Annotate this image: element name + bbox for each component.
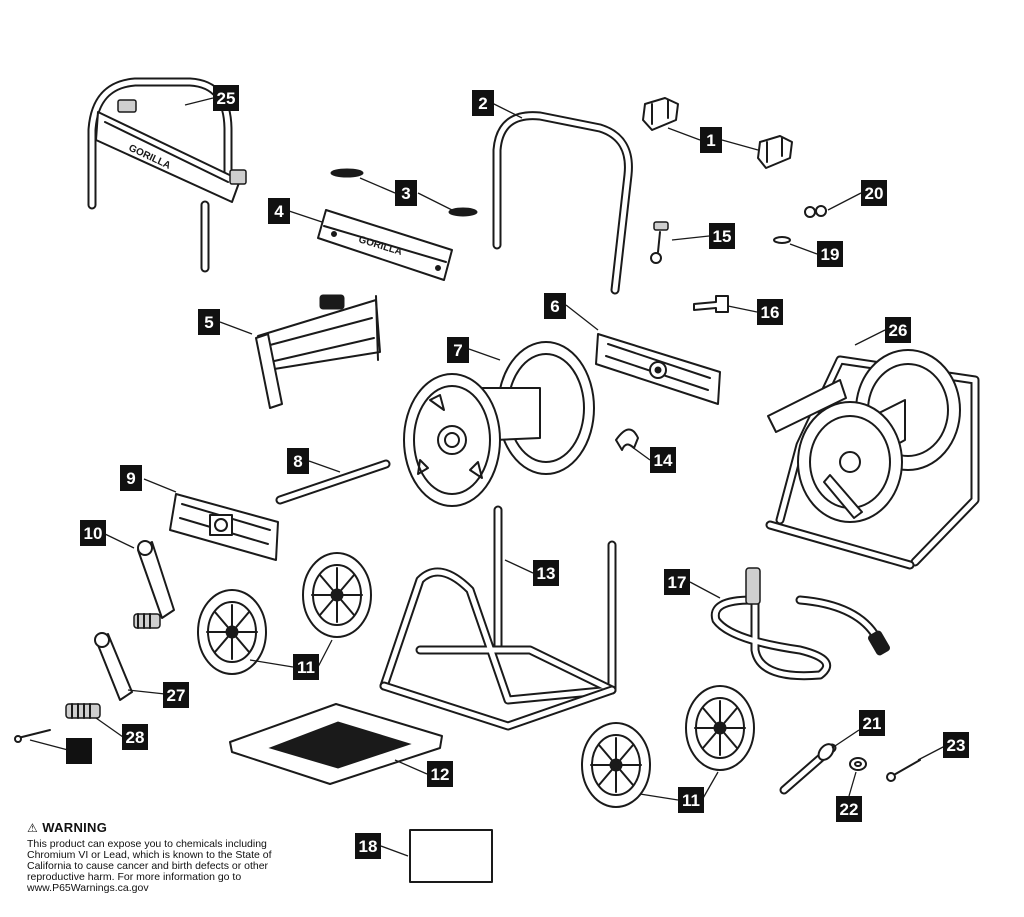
callout-24: 25 — [213, 85, 239, 111]
part-22-washer — [849, 757, 867, 771]
callout-11-right: 11 — [678, 787, 704, 813]
part-14-clamp — [615, 428, 639, 451]
part-11-wheels-left — [197, 552, 372, 675]
part-13-base-frame — [379, 505, 617, 731]
callout-17: 17 — [664, 569, 690, 595]
part-28-pin — [14, 729, 51, 743]
part-4-crossbar-plate: GORILLA — [317, 209, 453, 281]
part-11-wheels-right — [581, 685, 755, 808]
callout-6: 6 — [544, 293, 566, 319]
svg-text:9: 9 — [126, 469, 135, 488]
svg-text:4: 4 — [274, 202, 284, 221]
part-21-axle-pin — [779, 743, 837, 795]
part-17-leader-hose — [710, 567, 890, 681]
svg-text:21: 21 — [863, 714, 882, 733]
warning-title: ⚠ WARNING — [27, 819, 277, 837]
part-15-valve — [650, 221, 669, 264]
warning-body: This product can expose you to chemicals… — [27, 838, 272, 894]
leader-lines — [29, 97, 946, 857]
callout-12: 12 — [427, 761, 453, 787]
svg-text:3: 3 — [401, 184, 410, 203]
callout-9: 9 — [120, 465, 142, 491]
callout-28 — [66, 738, 92, 764]
part-18-box — [409, 829, 493, 883]
svg-text:6: 6 — [550, 297, 559, 316]
callout-13: 13 — [533, 560, 559, 586]
part-23-cotter-pin — [886, 759, 921, 782]
part-12-tray — [229, 703, 443, 785]
svg-text:27: 27 — [167, 686, 186, 705]
svg-text:10: 10 — [84, 524, 103, 543]
svg-text:19: 19 — [821, 245, 840, 264]
part-7-reel-drum — [403, 341, 595, 507]
svg-text:11: 11 — [682, 791, 700, 810]
callout-23: 23 — [943, 732, 969, 758]
part-1-hose-clips — [642, 97, 793, 169]
callout-16: 16 — [757, 299, 783, 325]
callout-20: 20 — [861, 180, 887, 206]
callout-8: 8 — [287, 448, 309, 474]
callout-7: 7 — [447, 337, 469, 363]
svg-text:5: 5 — [204, 313, 213, 332]
svg-text:22: 22 — [840, 800, 859, 819]
part-6-support-plate — [595, 333, 721, 405]
callout-5: 5 — [198, 309, 220, 335]
svg-text:26: 26 — [889, 321, 908, 340]
svg-text:2: 2 — [478, 94, 487, 113]
part-3-pads — [330, 168, 478, 217]
part-20-o-rings — [804, 205, 827, 218]
part-16-elbow-fitting — [693, 295, 729, 313]
svg-text:23: 23 — [947, 736, 966, 755]
svg-text:18: 18 — [359, 837, 378, 856]
part-26-crank-arm — [94, 632, 133, 701]
callout-18: 18 — [355, 833, 381, 859]
part-25-assembled-reel — [765, 349, 980, 570]
callout-4: 4 — [268, 198, 290, 224]
part-10-crank — [133, 540, 175, 629]
callout-1: 1 — [700, 127, 722, 153]
svg-text:15: 15 — [713, 227, 732, 246]
part-8-axle-rod — [275, 459, 391, 505]
svg-text:11: 11 — [297, 658, 315, 677]
svg-text:1: 1 — [706, 131, 715, 150]
warning-title-text: WARNING — [42, 820, 108, 835]
svg-text:14: 14 — [654, 451, 673, 470]
svg-text:7: 7 — [453, 341, 462, 360]
callout-19: 19 — [817, 241, 843, 267]
callout-15: 15 — [709, 223, 735, 249]
callout-14: 14 — [650, 447, 676, 473]
svg-text:12: 12 — [431, 765, 450, 784]
svg-text:16: 16 — [761, 303, 780, 322]
callout-21: 21 — [859, 710, 885, 736]
callout-2: 2 — [472, 90, 494, 116]
callout-10: 10 — [80, 520, 106, 546]
callout-22: 22 — [836, 796, 862, 822]
svg-text:8: 8 — [293, 452, 302, 471]
warning-triangle-icon: ⚠ — [27, 821, 38, 835]
svg-text:17: 17 — [668, 573, 687, 592]
callout-25: 26 — [885, 317, 911, 343]
svg-text:13: 13 — [537, 564, 556, 583]
part-5-hose-guide — [255, 294, 381, 409]
part-2-upper-frame — [492, 111, 633, 295]
callout-3: 3 — [395, 180, 417, 206]
part-19-washer — [773, 236, 791, 244]
svg-text:20: 20 — [865, 184, 884, 203]
part-27-spring — [65, 703, 101, 719]
prop65-warning: ⚠ WARNING This product can expose you to… — [27, 819, 277, 894]
callout-26: 27 — [163, 682, 189, 708]
callout-11-left: 11 — [293, 654, 319, 680]
callout-27: 28 — [122, 724, 148, 750]
svg-text:28: 28 — [126, 728, 145, 747]
svg-text:25: 25 — [217, 89, 236, 108]
part-9-bearing-plate — [169, 493, 279, 561]
